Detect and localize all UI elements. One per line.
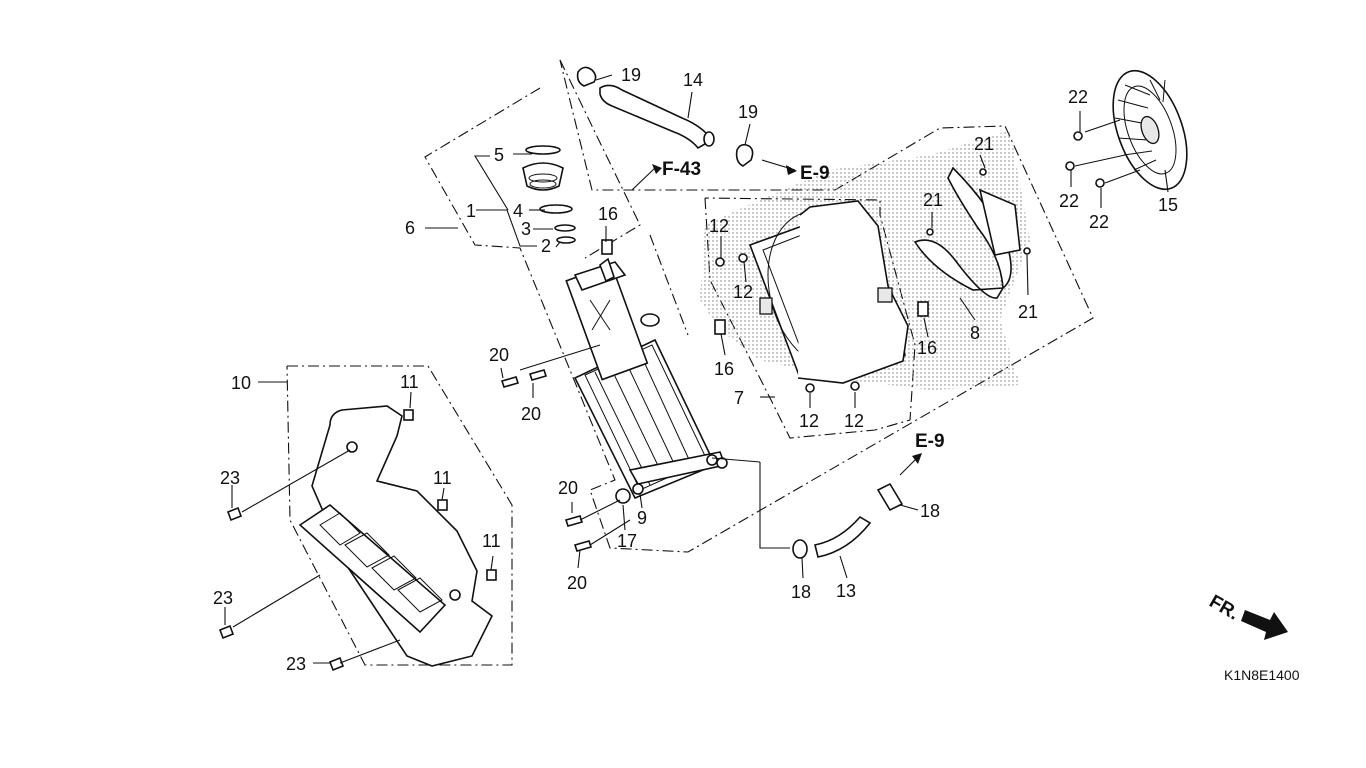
diagram-code: K1N8E1400 <box>1224 667 1300 683</box>
label-part-7: 7 <box>734 388 744 408</box>
hose-group-outline-2 <box>649 234 689 336</box>
ref-e9-link-lower[interactable]: E-9 <box>915 431 945 452</box>
label-part-23-a: 23 <box>220 468 240 488</box>
label-part-20-a: 20 <box>489 345 509 365</box>
label-part-2: 2 <box>541 236 551 256</box>
reference-labels[interactable]: F-43 E-9 E-9 <box>662 159 945 452</box>
label-part-14: 14 <box>683 70 703 90</box>
front-arrow-icon <box>1241 610 1288 640</box>
label-part-4: 4 <box>513 201 523 221</box>
label-part-10: 10 <box>231 373 251 393</box>
upper-hose <box>576 66 754 167</box>
label-part-19-b: 19 <box>738 102 758 122</box>
label-part-22-a: 22 <box>1068 87 1088 107</box>
label-part-21-a: 21 <box>974 134 994 154</box>
label-part-22-b: 22 <box>1059 191 1079 211</box>
leader-lines <box>224 74 1169 664</box>
label-part-8: 8 <box>970 323 980 343</box>
ref-f43-link[interactable]: F-43 <box>662 159 701 180</box>
cooling-fan <box>1112 69 1188 191</box>
label-part-9: 9 <box>637 508 647 528</box>
label-part-20-d: 20 <box>567 573 587 593</box>
label-part-16-c: 16 <box>917 338 937 358</box>
label-part-20-b: 20 <box>521 404 541 424</box>
fan-shroud <box>748 200 909 384</box>
label-part-23-c: 23 <box>286 654 306 674</box>
radiator-cover <box>298 405 494 667</box>
lower-hose <box>792 482 904 559</box>
shroud-bracket <box>913 166 1021 299</box>
cover-group-outline <box>286 365 513 666</box>
label-part-18-a: 18 <box>791 582 811 602</box>
label-part-23-b: 23 <box>213 588 233 608</box>
arrowheads <box>652 164 922 464</box>
label-part-3: 3 <box>521 219 531 239</box>
label-part-21-c: 21 <box>1018 302 1038 322</box>
label-part-6: 6 <box>405 218 415 238</box>
label-part-22-c: 22 <box>1089 212 1109 232</box>
label-part-5: 5 <box>494 145 504 165</box>
fasteners <box>218 131 1105 672</box>
label-part-12-a: 12 <box>709 216 729 236</box>
label-part-18-b: 18 <box>920 501 940 521</box>
label-part-17: 17 <box>617 531 637 551</box>
front-direction-indicator: FR. <box>1206 591 1288 640</box>
label-part-20-c: 20 <box>558 478 578 498</box>
radiator <box>565 257 728 500</box>
label-part-11-a: 11 <box>400 372 419 392</box>
part-labels: 1 2 3 4 5 6 7 8 9 10 11 11 11 12 12 12 1… <box>213 65 1178 674</box>
label-part-19-a: 19 <box>621 65 641 85</box>
cap-assembly <box>522 145 576 244</box>
label-part-1: 1 <box>466 201 476 221</box>
label-part-11-b: 11 <box>433 468 452 488</box>
ref-e9-link[interactable]: E-9 <box>800 163 830 184</box>
label-part-12-c: 12 <box>799 411 819 431</box>
label-part-16-a: 16 <box>598 204 618 224</box>
label-part-13: 13 <box>836 581 856 601</box>
label-part-12-b: 12 <box>733 282 753 302</box>
label-part-12-d: 12 <box>844 411 864 431</box>
front-label: FR. <box>1206 591 1243 624</box>
label-part-15: 15 <box>1158 195 1178 215</box>
label-part-11-c: 11 <box>482 531 501 551</box>
label-part-21-b: 21 <box>923 190 943 210</box>
label-part-16-b: 16 <box>714 359 734 379</box>
